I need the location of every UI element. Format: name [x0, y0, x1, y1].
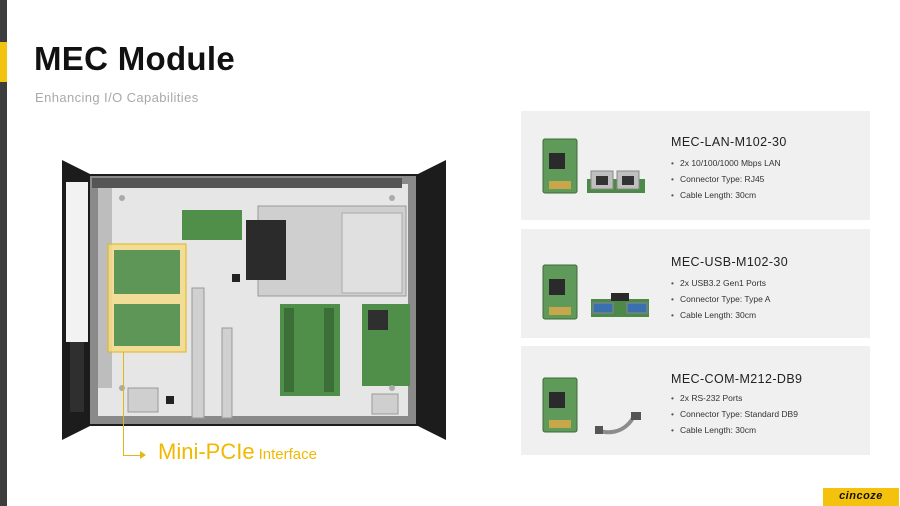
module-name: MEC-USB-M102-30 [671, 255, 789, 269]
spec-list: 2x USB3.2 Gen1 Ports Connector Type: Typ… [671, 275, 770, 323]
module-name: MEC-LAN-M102-30 [671, 135, 787, 149]
callout-line [123, 352, 124, 456]
mini-pcie-card-image [542, 264, 578, 320]
usb-port-board-image [591, 293, 649, 317]
spec-item: 2x RS-232 Ports [671, 390, 798, 406]
module-card-com: MEC-COM-M212-DB9 2x RS-232 Ports Connect… [521, 346, 870, 455]
mini-pcie-card-image [542, 377, 578, 433]
com-cable-image [595, 412, 641, 435]
brand-logo: cincoze [823, 488, 899, 506]
spec-item: 2x 10/100/1000 Mbps LAN [671, 155, 781, 171]
left-edge-bar [0, 0, 7, 506]
callout-arrow-icon [140, 451, 146, 459]
spec-list: 2x RS-232 Ports Connector Type: Standard… [671, 390, 798, 438]
title-accent-bar [0, 42, 7, 82]
device-illustration [62, 160, 446, 440]
brand-logo-text: cincoze [839, 490, 883, 502]
spec-item: Connector Type: Standard DB9 [671, 406, 798, 422]
module-name: MEC-COM-M212-DB9 [671, 372, 803, 386]
lan-port-board-image [587, 170, 645, 193]
page-subtitle: Enhancing I/O Capabilities [35, 90, 199, 105]
callout-main-label: Mini-PCIe [158, 439, 255, 464]
spec-item: 2x USB3.2 Gen1 Ports [671, 275, 770, 291]
page-title: MEC Module [34, 40, 235, 77]
module-card-usb: MEC-USB-M102-30 2x USB3.2 Gen1 Ports Con… [521, 229, 870, 338]
spec-item: Connector Type: RJ45 [671, 171, 781, 187]
callout-sub-label: Interface [258, 446, 317, 463]
spec-item: Cable Length: 30cm [671, 187, 781, 203]
module-card-lan: MEC-LAN-M102-30 2x 10/100/1000 Mbps LAN … [521, 111, 870, 220]
mini-pcie-card-image [542, 138, 578, 194]
spec-item: Cable Length: 30cm [671, 422, 798, 438]
spec-item: Connector Type: Type A [671, 291, 770, 307]
spec-item: Cable Length: 30cm [671, 307, 770, 323]
callout-line-horizontal [123, 455, 143, 456]
spec-list: 2x 10/100/1000 Mbps LAN Connector Type: … [671, 155, 781, 203]
